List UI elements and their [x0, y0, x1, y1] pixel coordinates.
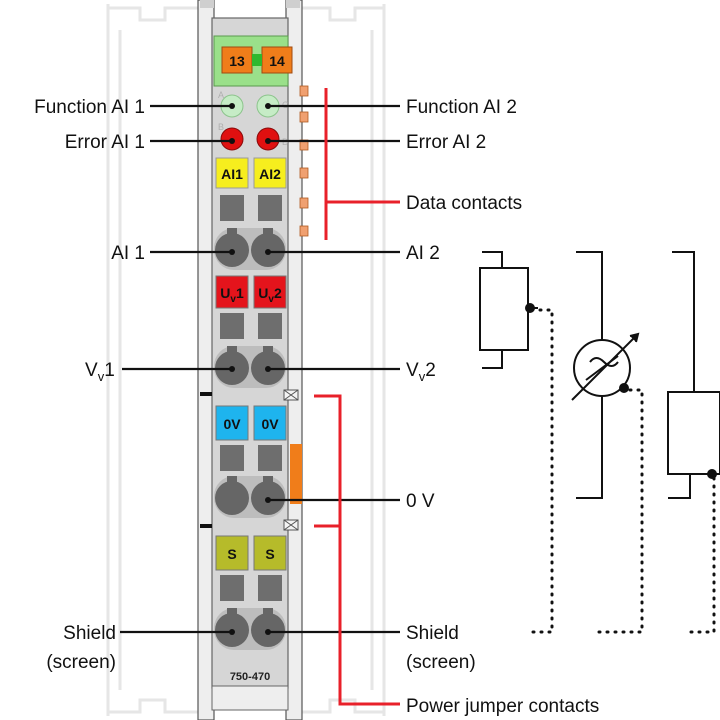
- ov-power-jumper-contact: [290, 444, 302, 504]
- ov-clamp-openings: [214, 476, 286, 518]
- label-power-jumper-contacts: Power jumper contacts: [406, 696, 599, 717]
- label-error-ai1: Error AI 1: [65, 132, 145, 153]
- label-vv1: Vv1: [85, 360, 115, 384]
- label-shield-left-line2: (screen): [46, 652, 116, 673]
- label-shield-right-line2: (screen): [406, 652, 476, 673]
- label-error-ai2: Error AI 2: [406, 132, 486, 153]
- led-letter-a: A: [218, 90, 224, 100]
- label-ai1: AI 1: [111, 243, 145, 264]
- resistor-sensor-2: [667, 251, 720, 499]
- label-function-ai1: Function AI 1: [34, 97, 145, 118]
- ai2-tag: AI2: [259, 166, 281, 182]
- terminal-dots: [229, 103, 271, 635]
- uv2-tag: Uv2: [258, 285, 282, 305]
- label-function-ai2: Function AI 2: [406, 97, 517, 118]
- label-shield-left-line1: Shield: [63, 623, 116, 644]
- label-0v: 0 V: [406, 491, 435, 512]
- data-contact-tabs: [299, 85, 309, 237]
- uv1-tag: Uv1: [220, 285, 244, 305]
- s2-tag: S: [265, 546, 274, 562]
- dotted-lead-3: [682, 476, 716, 634]
- ai-tag-row: AI1 AI2: [215, 157, 287, 189]
- shield-tag-row: S S: [215, 535, 287, 571]
- terminal-14-label: 14: [269, 53, 285, 69]
- ov-release-slots: [220, 445, 282, 471]
- uv-clamp-openings: [214, 346, 286, 388]
- module-model-number: 750-470: [230, 671, 270, 683]
- terminal-13-label: 13: [229, 53, 245, 69]
- top-terminal-block: 13 14: [213, 35, 293, 87]
- shield-release-slots: [220, 575, 282, 601]
- dotted-lead-1: [530, 308, 554, 634]
- ai1-tag: AI1: [221, 166, 243, 182]
- ai-clamp-openings: [214, 228, 286, 270]
- leader-lines: [120, 104, 400, 634]
- ov2-tag: 0V: [261, 416, 279, 432]
- uv-tag-row: Uv1 Uv2: [215, 275, 287, 309]
- dotted-lead-2: [596, 388, 644, 634]
- ov1-tag: 0V: [223, 416, 241, 432]
- label-vv2: Vv2: [406, 360, 436, 384]
- ai-release-slots: [220, 195, 282, 221]
- data-contacts-bracket: [324, 88, 400, 240]
- led-letter-b: B: [218, 122, 224, 132]
- uv-release-slots: [220, 313, 282, 339]
- potentiometer-sensor-1: [479, 251, 538, 369]
- power-jumper-marker-top: [283, 389, 299, 401]
- label-data-contacts: Data contacts: [406, 193, 522, 214]
- left-housing-notch-bottom: [200, 524, 212, 528]
- variable-source-sensor: [571, 251, 640, 499]
- label-shield-right-line1: Shield: [406, 623, 459, 644]
- ov-tag-row: 0V 0V: [215, 405, 287, 441]
- s1-tag: S: [227, 546, 236, 562]
- power-jumper-bracket: [314, 394, 400, 706]
- din-rail-outline: [106, 4, 386, 716]
- power-jumper-marker-bottom: [283, 519, 299, 531]
- left-housing-notch-top: [200, 392, 212, 396]
- label-ai2: AI 2: [406, 243, 440, 264]
- shield-clamp-openings: [214, 608, 286, 650]
